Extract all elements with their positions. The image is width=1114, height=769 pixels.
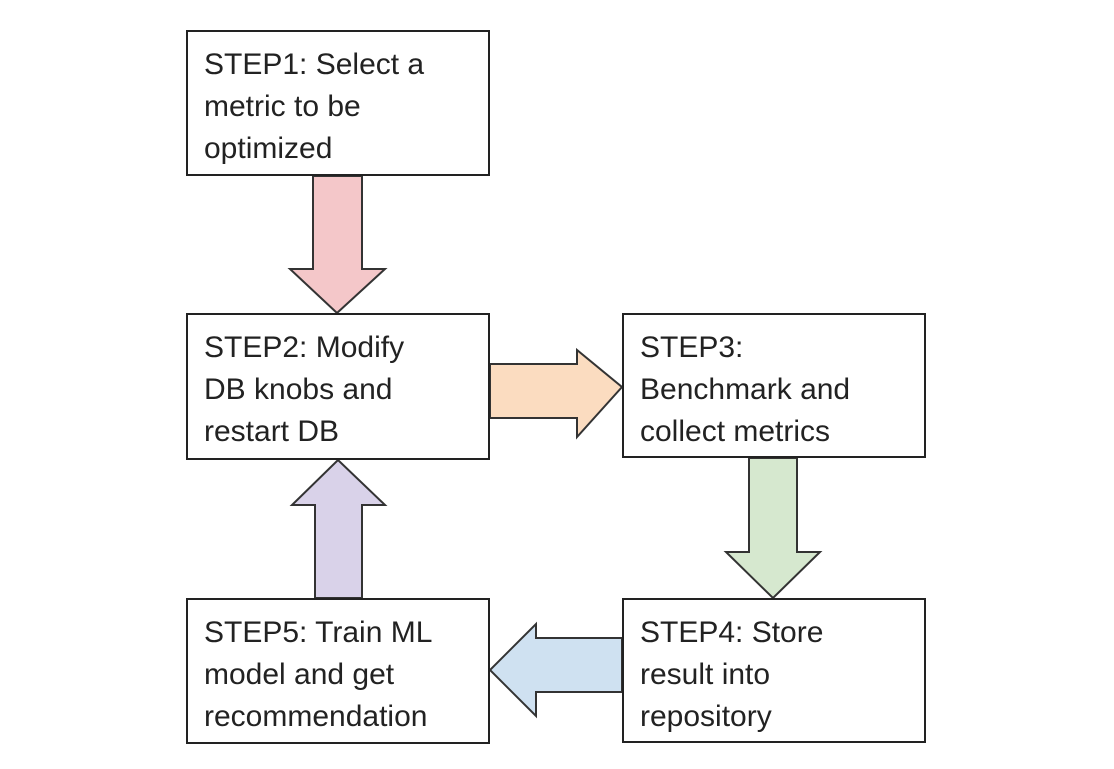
arrow-step1-to-step2 [287,175,388,315]
step2-box: STEP2: Modify DB knobs and restart DB [186,313,490,460]
step3-box: STEP3: Benchmark and collect metrics [622,313,926,458]
arrow-step3-to-step4 [723,457,823,600]
arrow-step2-to-step3 [489,347,624,440]
step1-box: STEP1: Select a metric to be optimized [186,30,490,176]
step4-box: STEP4: Store result into repository [622,598,926,743]
arrow-step4-to-step5 [488,621,623,719]
step5-box: STEP5: Train ML model and get recommenda… [186,598,490,744]
arrow-step5-to-step2 [289,458,388,599]
